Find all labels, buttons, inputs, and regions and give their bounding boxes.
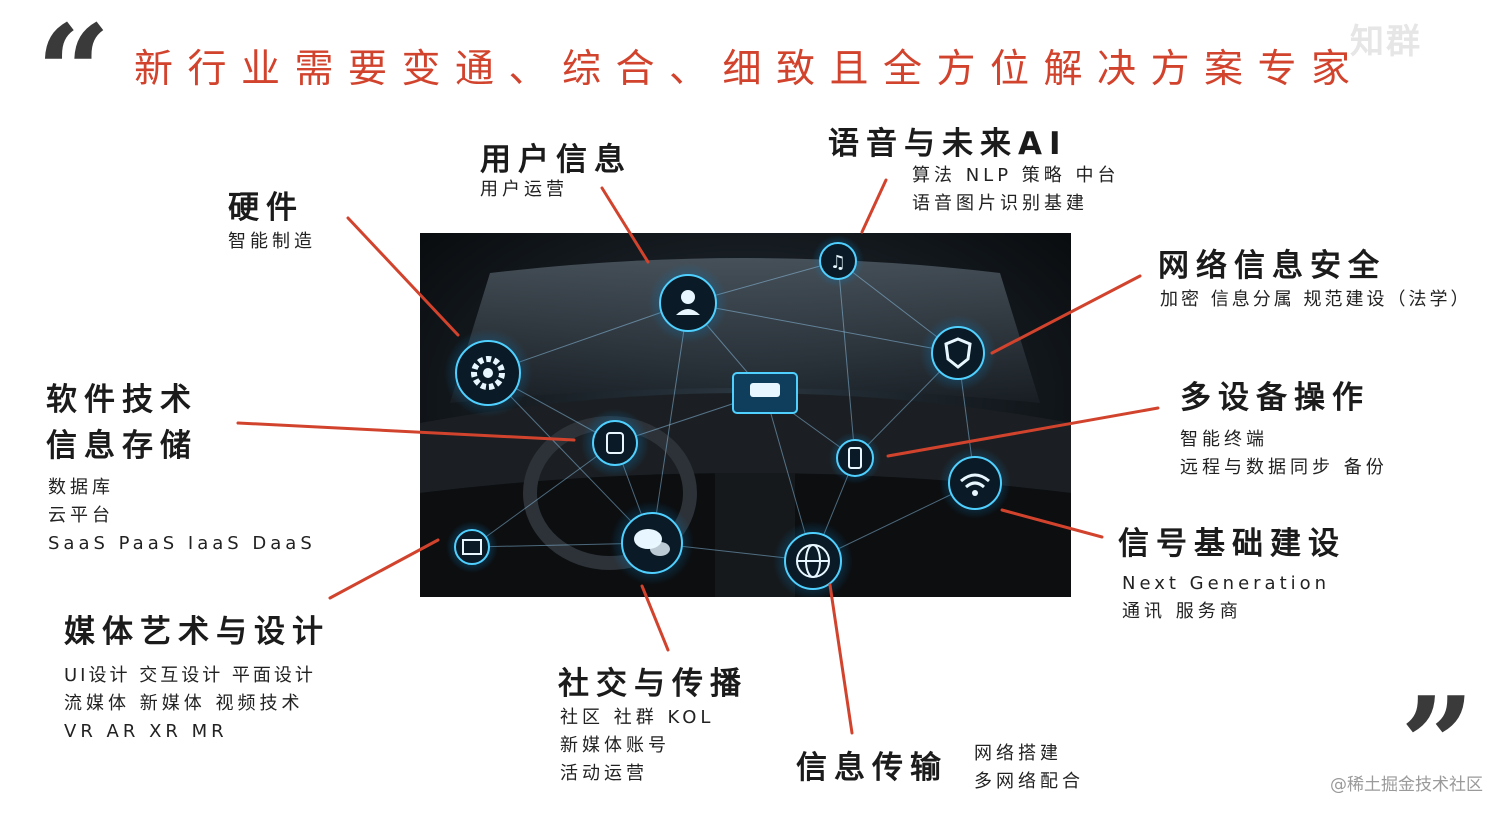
node-media-desc-1: UI设计 交互设计 平面设计 <box>64 665 316 686</box>
svg-text:♫: ♫ <box>830 252 846 273</box>
node-voice-ai-desc-1: 算法 NLP 策略 中台 <box>912 165 1120 186</box>
brand-watermark: 知群 <box>1350 22 1422 62</box>
site-watermark: @稀土掘金技术社区 <box>1330 775 1483 795</box>
node-software-desc-2: 云平台 <box>48 505 114 526</box>
node-transmission-title: 信息传输 <box>796 750 948 786</box>
node-net-security-title: 网络信息安全 <box>1158 248 1386 284</box>
node-voice-ai-title: 语音与未来AI <box>828 126 1068 162</box>
node-social-title: 社交与传播 <box>558 666 748 702</box>
node-media-desc-2: 流媒体 新媒体 视频技术 <box>64 693 304 714</box>
node-software-desc-1: 数据库 <box>48 477 114 498</box>
node-social-desc-2: 新媒体账号 <box>560 735 670 756</box>
database-icon <box>581 409 649 477</box>
phone-icon <box>829 432 881 484</box>
node-transmission-desc-2: 多网络配合 <box>974 771 1084 792</box>
node-media-desc-3: VR AR XR MR <box>64 721 228 742</box>
node-multi-device-title: 多设备操作 <box>1180 380 1370 416</box>
car-dashboard-image: ♫ <box>420 233 1071 597</box>
node-social-desc-3: 活动运营 <box>560 763 648 784</box>
node-software-title-2: 信息存储 <box>46 428 198 464</box>
dashboard-network-graphic: ♫ <box>420 235 1071 597</box>
node-multi-device-desc-2: 远程与数据同步 备份 <box>1180 457 1388 478</box>
node-social-desc-1: 社区 社群 KOL <box>560 707 715 728</box>
globe-icon <box>773 521 853 597</box>
node-hardware-desc: 智能制造 <box>228 231 316 252</box>
close-quote-mark: ” <box>1400 668 1475 821</box>
car-icon <box>732 372 798 414</box>
image-icon <box>446 521 498 573</box>
node-signal-title: 信号基础建设 <box>1118 526 1346 562</box>
shield-icon <box>920 315 996 391</box>
node-user-info-desc: 用户运营 <box>480 179 568 200</box>
page-title: 新行业需要变通、综合、细致且全方位解决方案专家 <box>134 47 1365 92</box>
node-user-info-title: 用户信息 <box>480 142 632 178</box>
node-signal-desc-2: 通讯 服务商 <box>1122 601 1242 622</box>
open-quote-mark: “ <box>36 0 111 149</box>
node-transmission-desc-1: 网络搭建 <box>974 743 1062 764</box>
music-icon: ♫ <box>812 235 864 287</box>
wifi-icon <box>939 447 1011 519</box>
node-voice-ai-desc-2: 语音图片识别基建 <box>912 193 1088 214</box>
node-media-title: 媒体艺术与设计 <box>64 614 330 650</box>
user-icon <box>648 263 728 343</box>
node-software-desc-3: SaaS PaaS IaaS DaaS <box>48 533 316 554</box>
node-net-security-desc: 加密 信息分属 规范建设（法学） <box>1160 289 1472 310</box>
node-multi-device-desc-1: 智能终端 <box>1180 429 1268 450</box>
node-hardware-title: 硬件 <box>228 190 304 226</box>
node-software-title-1: 软件技术 <box>46 382 198 418</box>
chat-icon <box>610 501 694 585</box>
gear-icon <box>444 329 532 417</box>
node-signal-desc-1: Next Generation <box>1122 573 1331 594</box>
